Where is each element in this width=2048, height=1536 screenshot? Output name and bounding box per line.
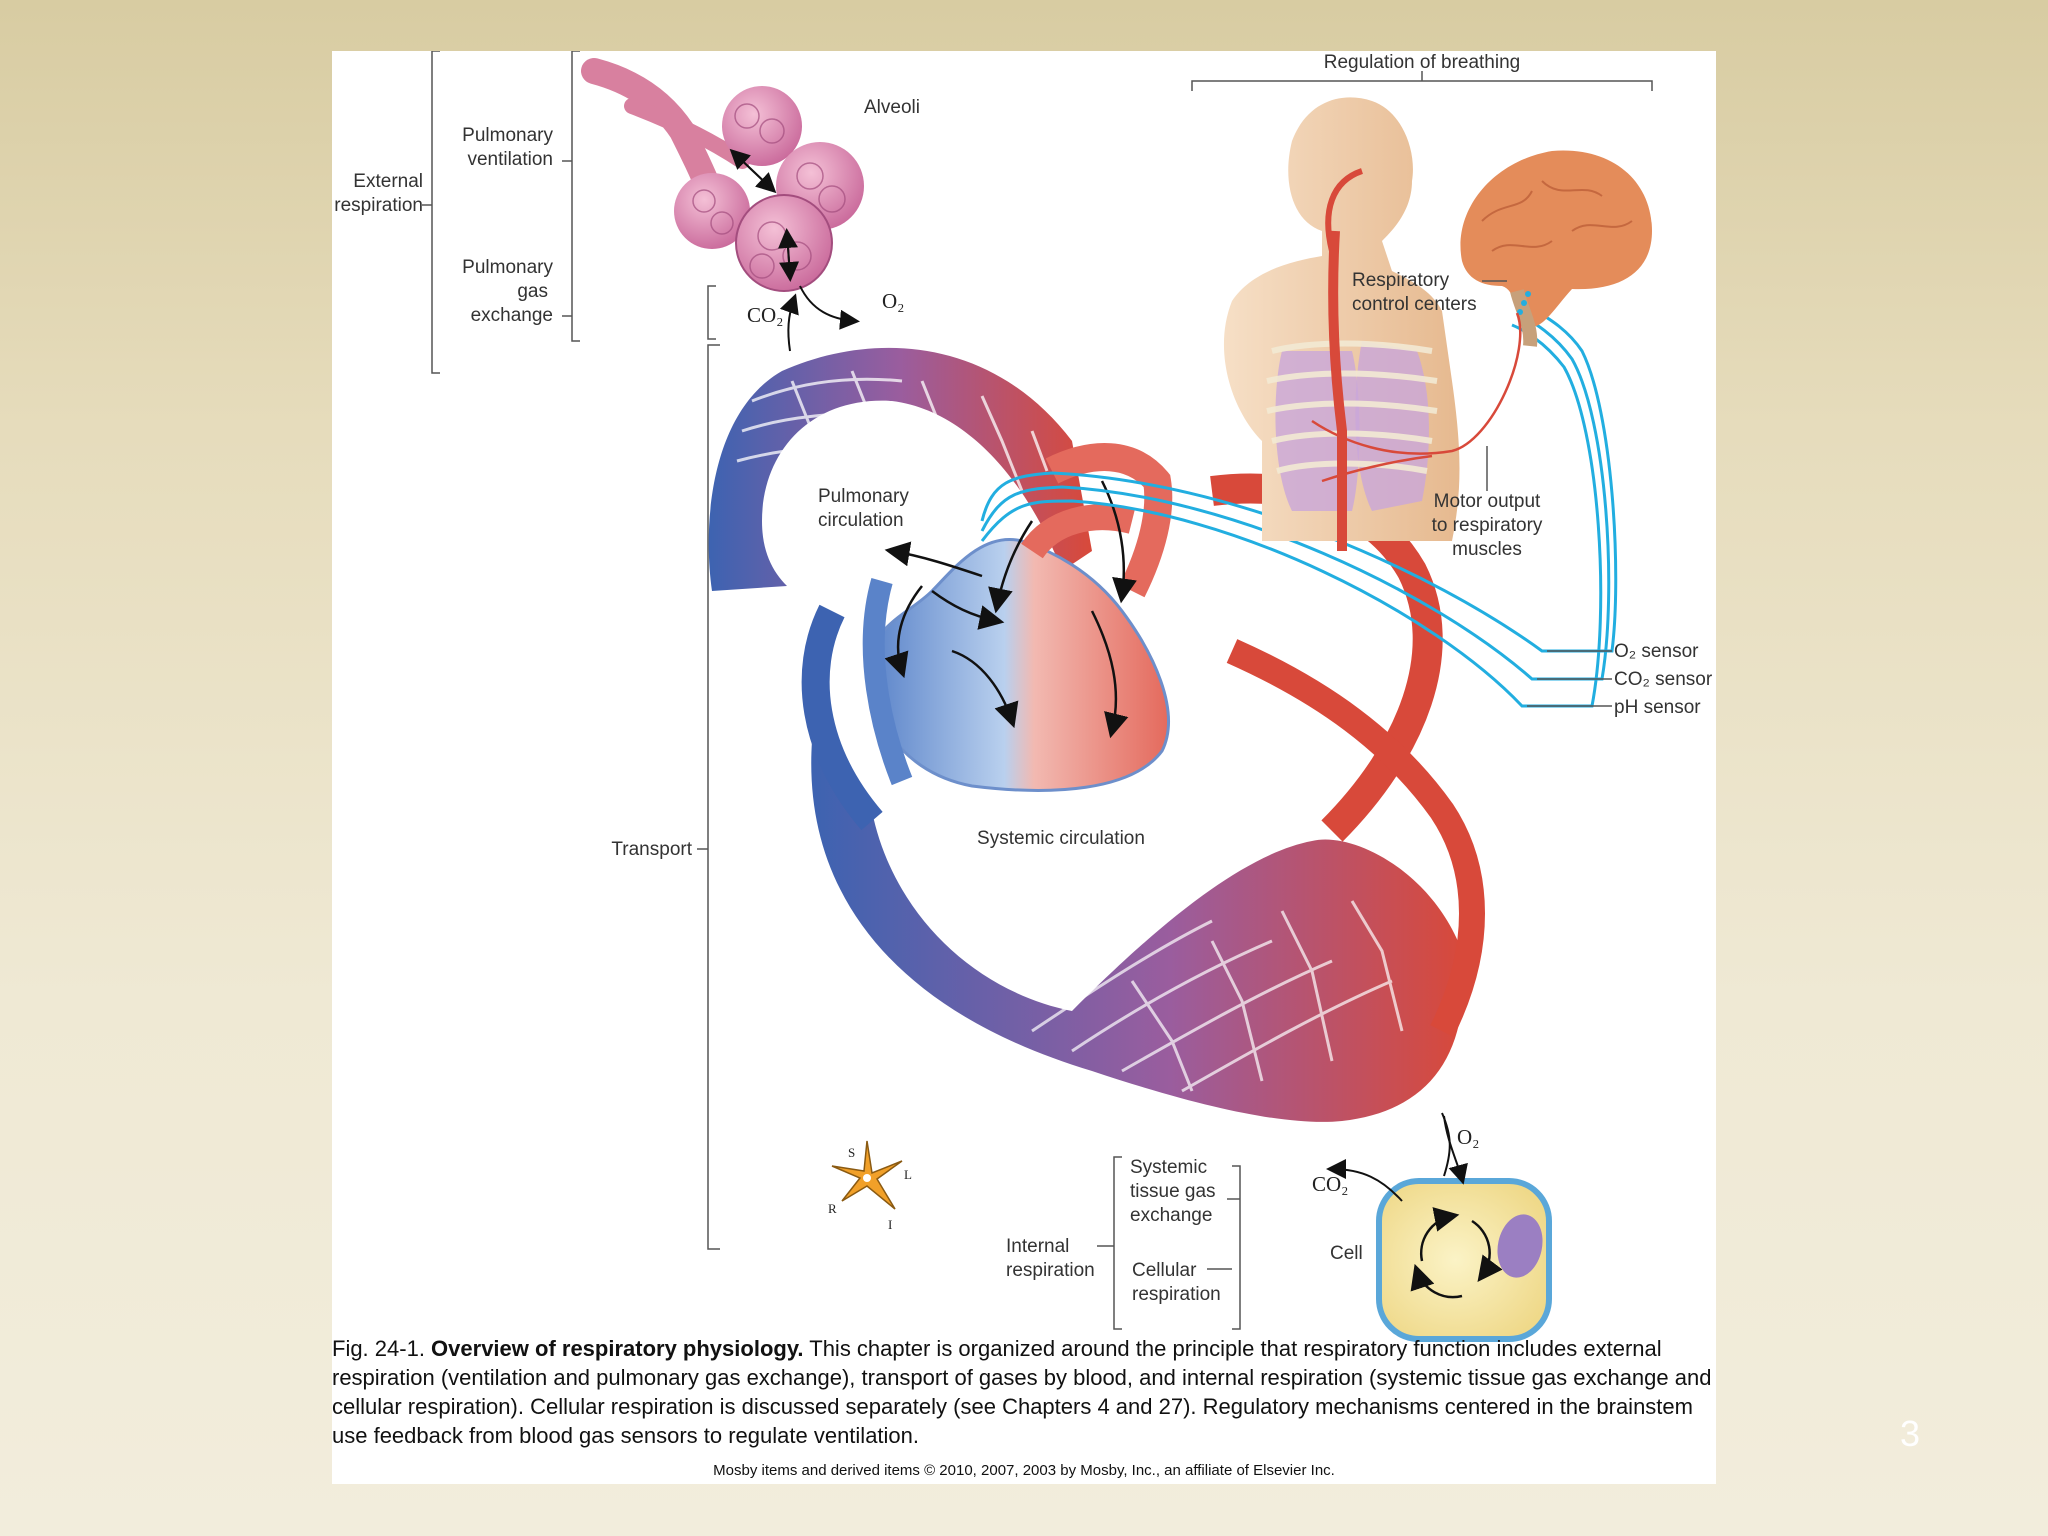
label-regulation: Regulation of breathing <box>1324 52 1520 73</box>
figure: Regulation of breathing Alveoli External… <box>332 51 1716 1484</box>
label-pulm-gas-3: exchange <box>471 305 553 326</box>
caption-title: Overview of respiratory physiology. <box>431 1336 804 1361</box>
label-systemic-circ: Systemic circulation <box>977 828 1145 849</box>
label-transport: Transport <box>611 839 692 860</box>
regulation-bracket <box>1191 71 1653 91</box>
label-cellular-2: respiration <box>1132 1284 1221 1305</box>
label-pulm-circ-1: Pulmonary <box>818 486 909 507</box>
compass-l-label: L <box>904 1167 912 1182</box>
label-cellular-1: Cellular <box>1132 1260 1197 1281</box>
sensor-leaders <box>1527 650 1612 707</box>
label-o2-sensor: O₂ sensor <box>1614 641 1699 662</box>
label-co2-top: CO₂ <box>747 303 784 327</box>
caption-fig: Fig. 24-1. <box>332 1336 432 1361</box>
label-o2-top: O₂ <box>882 289 905 313</box>
label-sys-tissue-1: Systemic <box>1130 1157 1207 1178</box>
label-internal-1: Internal <box>1006 1236 1069 1257</box>
sensor-wires <box>980 299 1618 708</box>
compass-i-label: I <box>888 1217 892 1232</box>
label-pulm-vent-2: ventilation <box>467 149 553 170</box>
label-pulm-gas-1: Pulmonary <box>462 257 553 278</box>
label-external-2: respiration <box>334 195 423 216</box>
caption-body: This chapter is organized around the pri… <box>332 1336 1712 1448</box>
respiratory-diagram: Regulation of breathing Alveoli External… <box>334 51 1713 1342</box>
heart <box>862 443 1173 792</box>
compass-icon <box>831 1140 903 1210</box>
label-resp-control-1: Respiratory <box>1352 270 1450 291</box>
label-sys-tissue-3: exchange <box>1130 1205 1212 1226</box>
label-pulm-vent-1: Pulmonary <box>462 125 553 146</box>
compass-r-label: R <box>828 1201 837 1216</box>
label-sys-tissue-2: tissue gas <box>1130 1181 1216 1202</box>
label-motor-1: Motor output <box>1434 491 1541 512</box>
brain-illustration <box>1460 150 1652 347</box>
label-ph-sensor: pH sensor <box>1614 697 1701 718</box>
label-alveoli: Alveoli <box>864 97 920 118</box>
figure-caption: Fig. 24-1. Overview of respiratory physi… <box>332 1334 1716 1450</box>
label-cell: Cell <box>1330 1243 1363 1264</box>
label-pulm-gas-2: gas <box>517 281 548 302</box>
label-motor-3: muscles <box>1452 539 1522 560</box>
cell-illustration <box>1326 1112 1552 1342</box>
label-pulm-circ-2: circulation <box>818 510 904 531</box>
left-brackets <box>422 51 720 1250</box>
copyright-credit: Mosby items and derived items © 2010, 20… <box>713 1462 1335 1479</box>
label-o2-bottom: O₂ <box>1457 1125 1480 1149</box>
label-resp-control-2: control centers <box>1352 294 1477 315</box>
alveoli-illustration <box>581 58 864 352</box>
motor-leader <box>1482 280 1507 491</box>
label-external-1: External <box>353 171 423 192</box>
motor-output-nerve <box>1311 312 1522 483</box>
label-co2-sensor: CO₂ sensor <box>1614 669 1713 690</box>
torso-illustration <box>1223 97 1460 551</box>
internal-brackets <box>1097 1156 1241 1330</box>
pulmonary-capillaries <box>708 347 1092 591</box>
label-motor-2: to respiratory <box>1432 515 1543 536</box>
label-internal-2: respiration <box>1006 1260 1095 1281</box>
label-co2-bottom: CO₂ <box>1312 1172 1349 1196</box>
compass-s-label: S <box>848 1145 855 1160</box>
page-number: 3 <box>1900 1413 1921 1454</box>
